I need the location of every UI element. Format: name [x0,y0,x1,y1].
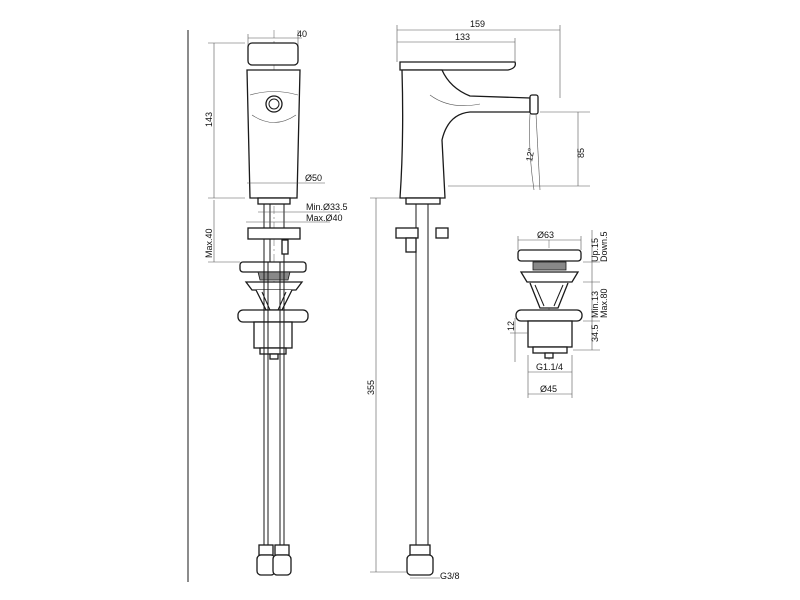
dim-deck-min: Min.13 [590,291,600,318]
dim-height: 143 [204,112,214,127]
handle-cap [247,42,299,66]
dim-lever-length: 133 [455,32,470,42]
dim-travel-up: Up.15 [590,238,600,262]
dim-body-height: 34.5 [590,324,600,342]
dim-cap-diameter: Ø63 [537,230,554,240]
dim-body-diameter: Ø50 [305,173,322,183]
drain-cap [239,261,307,273]
dim-flange-height: 12 [506,321,516,331]
dim-hose-length: 355 [366,380,376,395]
dim-total-reach: 159 [470,19,485,29]
front-view [208,30,340,576]
dim-body-diameter-drain: Ø45 [540,384,557,394]
spout-outlet [529,94,539,115]
drain-detail [510,230,600,398]
dim-hole-min: Min.Ø33.5 [306,202,348,212]
dim-width-top: 40 [297,29,307,39]
dim-deck-max-drain: Max.80 [599,288,609,318]
lever [399,61,516,71]
dim-angle: 12° [524,147,536,163]
drain-detail-cap [517,249,582,262]
diverter-knob [265,95,283,113]
faucet-body [246,69,301,199]
dim-travel-down: Down.5 [599,231,609,262]
dim-spout-height: 85 [576,148,586,158]
dim-thread: G1.1/4 [536,362,563,372]
dim-deck-max: Max.40 [204,228,214,258]
spout-body [399,69,531,199]
mounting-nut [247,227,301,240]
side-view [370,25,590,579]
dim-connection: G3/8 [440,571,460,581]
drain-flange [237,309,309,323]
dim-hole-max: Max.Ø40 [306,213,343,223]
